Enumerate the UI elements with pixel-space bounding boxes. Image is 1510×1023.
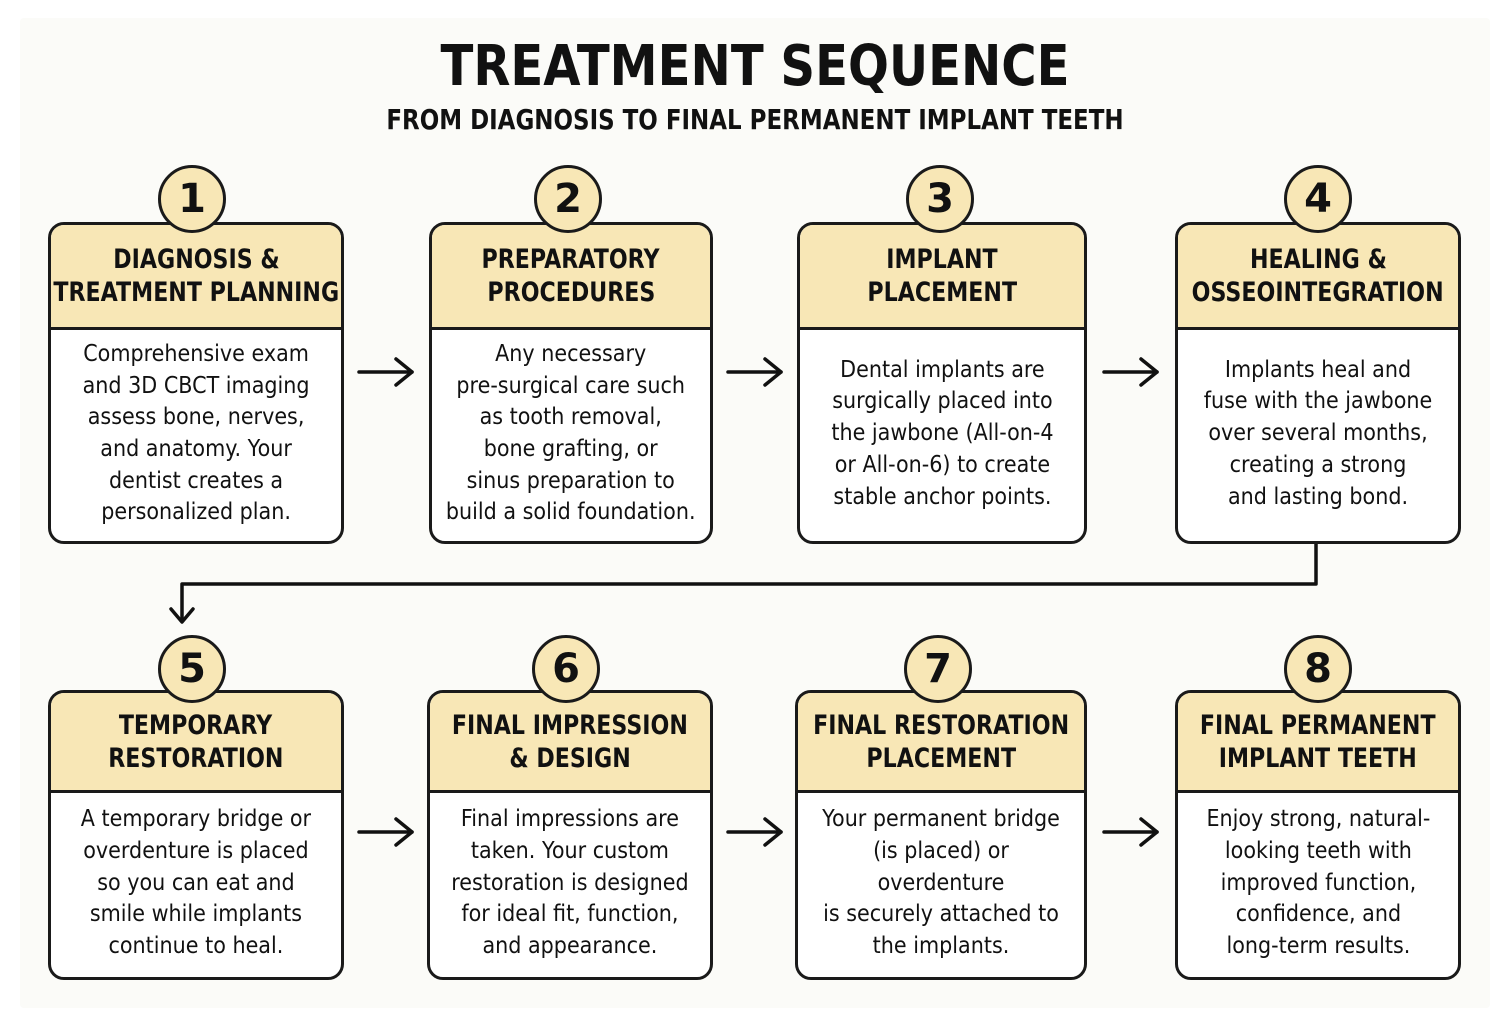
step-body: Dental implants are surgically placed in… [800,327,1084,541]
step-title-line1: HEALING & [1249,244,1387,275]
step-card-5: TEMPORARY RESTORATION A temporary bridge… [48,690,344,980]
page-title: TREATMENT SEQUENCE [440,34,1070,99]
step-description: Your permanent bridge (is placed) or ove… [822,806,1060,960]
step-header: FINAL IMPRESSION & DESIGN [430,693,710,793]
step-description: Dental implants are surgically placed in… [830,356,1054,510]
arrow-7-to-8 [1102,817,1159,847]
step-body: A temporary bridge or overdenture is pla… [51,790,341,977]
step-description: Comprehensive exam and 3D CBCT imaging a… [82,340,310,526]
step-body: Any necessary pre-surgical care such as … [432,327,710,541]
step-number-badge: 8 [1284,635,1352,703]
step-body: Implants heal and fuse with the jawbone … [1178,327,1458,541]
step-header: FINAL RESTORATION PLACEMENT [798,693,1084,793]
step-number-badge: 3 [906,165,974,233]
step-title-line1: FINAL RESTORATION [812,709,1070,741]
step-title-line1: FINAL PERMANENT [1200,709,1436,741]
step-title-line2: TREATMENT PLANNING [53,277,339,308]
step-number-badge: 2 [534,165,602,233]
arrow-2-to-3 [726,357,783,387]
arrow-3-to-4 [1102,357,1159,387]
step-description: Any necessary pre-surgical care such as … [446,340,696,526]
step-title-line1: TEMPORARY [119,709,273,741]
step-title-line2: IMPLANT TEETH [1218,742,1418,774]
step-number-badge: 7 [904,635,972,703]
step-description: Final impressions are taken. Your custom… [451,806,689,960]
step-card-6: FINAL IMPRESSION & DESIGN Final impressi… [427,690,713,980]
page-subtitle: FROM DIAGNOSIS TO FINAL PERMANENT IMPLAN… [386,103,1124,136]
step-header: TEMPORARY RESTORATION [51,693,341,793]
step-number-badge: 6 [532,635,600,703]
step-card-8: FINAL PERMANENT IMPLANT TEETH Enjoy stro… [1175,690,1461,980]
step-description: A temporary bridge or overdenture is pla… [80,806,312,960]
step-header: HEALING & OSSEOINTEGRATION [1178,225,1458,330]
step-title-line1: IMPLANT [886,244,998,275]
step-title-line1: DIAGNOSIS & [112,244,280,275]
step-body: Final impressions are taken. Your custom… [430,790,710,977]
step-number-badge: 1 [158,165,226,233]
step-title-line2: PLACEMENT [866,742,1016,774]
arrow-6-to-7 [726,817,783,847]
step-title-line1: PREPARATORY [482,244,660,275]
step-body: Your permanent bridge (is placed) or ove… [798,790,1084,977]
step-title-line2: PROCEDURES [487,277,655,308]
step-title-line2: OSSEOINTEGRATION [1192,277,1444,308]
step-title-line2: & DESIGN [509,742,631,774]
arrow-1-to-2 [357,357,414,387]
step-number-badge: 5 [158,635,226,703]
step-body: Comprehensive exam and 3D CBCT imaging a… [51,327,341,541]
step-card-4: HEALING & OSSEOINTEGRATION Implants heal… [1175,222,1461,544]
step-header: DIAGNOSIS & TREATMENT PLANNING [51,225,341,330]
connector-4-to-5 [169,542,1318,624]
step-header: FINAL PERMANENT IMPLANT TEETH [1178,693,1458,793]
step-card-7: FINAL RESTORATION PLACEMENT Your permane… [795,690,1087,980]
step-header: PREPARATORY PROCEDURES [432,225,710,330]
step-description: Implants heal and fuse with the jawbone … [1203,356,1433,510]
arrow-5-to-6 [357,817,414,847]
step-title-line2: RESTORATION [108,742,284,774]
step-header: IMPLANT PLACEMENT [800,225,1084,330]
step-body: Enjoy strong, natural- looking teeth wit… [1178,790,1458,977]
step-number-badge: 4 [1284,165,1352,233]
step-title-line2: PLACEMENT [867,277,1017,308]
step-title-line1: FINAL IMPRESSION [451,709,689,741]
step-card-3: IMPLANT PLACEMENT Dental implants are su… [797,222,1087,544]
step-description: Enjoy strong, natural- looking teeth wit… [1206,806,1430,960]
step-card-2: PREPARATORY PROCEDURES Any necessary pre… [429,222,713,544]
step-card-1: DIAGNOSIS & TREATMENT PLANNING Comprehen… [48,222,344,544]
